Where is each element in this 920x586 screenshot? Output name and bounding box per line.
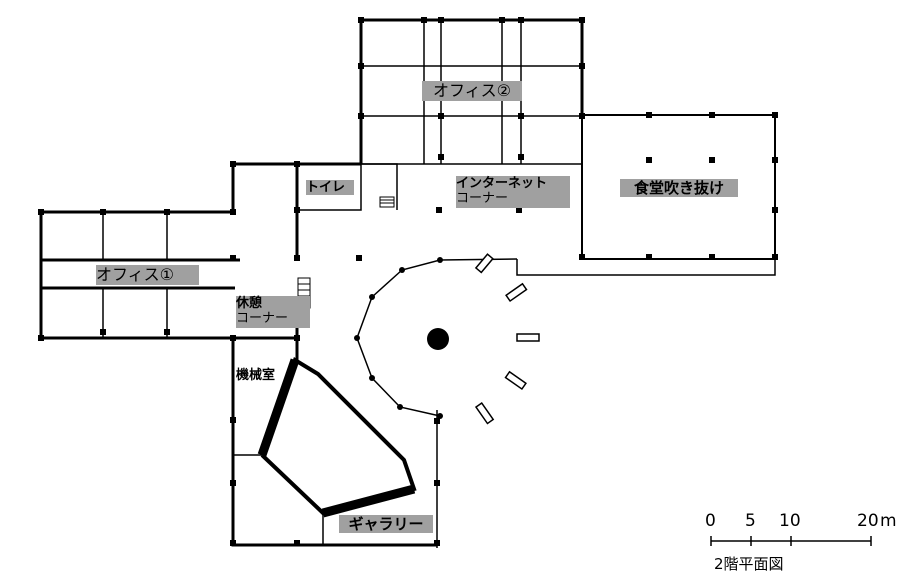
curtain-wall-nodes xyxy=(354,257,443,419)
room-label-toilet: トイレ xyxy=(306,180,354,195)
bench-furniture xyxy=(474,253,540,425)
curved-glass-wall xyxy=(356,258,518,417)
gallery-walls xyxy=(257,357,417,518)
scale-tick-5: 5 xyxy=(745,511,756,531)
room-label-dining-void: 食堂吹き抜け xyxy=(620,179,738,197)
rest-corner-line2: コーナー xyxy=(236,311,289,326)
scale-tick-20: 20 xyxy=(857,511,879,531)
central-column xyxy=(427,328,449,350)
scale-unit: m xyxy=(880,511,897,531)
thin-partition-walls xyxy=(102,20,776,548)
room-label-office-2: オフィス② xyxy=(422,81,522,101)
stair-hatch xyxy=(297,196,395,309)
room-label-internet-corner: インターネット コーナー xyxy=(456,176,570,208)
room-label-machine-room: 機械室 xyxy=(236,368,276,383)
structural-columns xyxy=(38,17,778,546)
room-label-rest-corner: 休憩 コーナー xyxy=(236,296,310,328)
internet-corner-line1: インターネット xyxy=(456,176,548,191)
rest-corner-line1: 休憩 xyxy=(236,296,263,311)
drawing-title: 2階平面図 xyxy=(714,555,784,573)
room-label-gallery: ギャラリー xyxy=(339,515,433,533)
room-label-office-1: オフィス① xyxy=(96,265,199,285)
scale-tick-0: 0 xyxy=(705,511,716,531)
internet-corner-line2: コーナー xyxy=(456,191,509,206)
scale-tick-10: 10 xyxy=(779,511,801,531)
scale-bar xyxy=(710,536,872,546)
